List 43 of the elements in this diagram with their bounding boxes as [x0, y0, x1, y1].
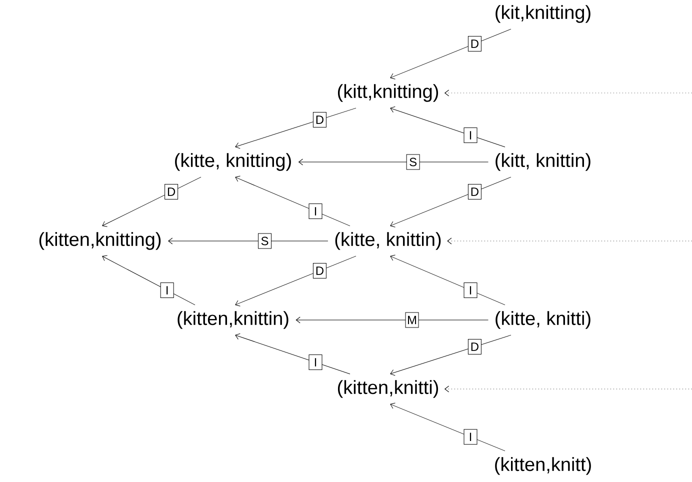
edge-label: D: [468, 184, 482, 200]
arrow: [296, 316, 488, 324]
edge-label: D: [164, 184, 178, 200]
arrow: [298, 158, 488, 166]
arrow: [235, 108, 356, 149]
state-text: (kitt, knittin): [496, 153, 590, 171]
arrow: [390, 254, 506, 306]
edge-label: D: [468, 338, 482, 354]
arrow: [102, 255, 196, 306]
edge-label: D: [312, 112, 326, 128]
arrow: [390, 402, 506, 452]
state-text: (kitten,knitting): [39, 232, 161, 250]
arrow: [390, 28, 512, 80]
state-text: (kitten,knitt): [495, 457, 591, 475]
dotted-arrow: [444, 90, 692, 96]
edge-label: I: [464, 429, 478, 445]
arrow: [235, 333, 350, 374]
edge-label: I: [308, 354, 322, 370]
edge-label: S: [406, 154, 420, 170]
arrow: [102, 176, 202, 227]
arrow: [390, 106, 506, 148]
arrow: [390, 176, 512, 228]
edge-label: D: [468, 36, 482, 52]
edge-label: M: [405, 312, 419, 328]
arrow: [235, 256, 356, 306]
arrow: [168, 238, 328, 244]
edge-label: I: [308, 204, 322, 220]
edge-label: I: [464, 128, 478, 144]
arrow: [235, 176, 350, 226]
edge-label: I: [160, 282, 174, 298]
state-text: (kitte, knitti): [496, 311, 590, 329]
edge-label: D: [312, 262, 326, 278]
state-text: (kitten,knittin): [178, 311, 288, 329]
edge-label: S: [258, 233, 272, 249]
state-text: (kitten,knitti): [338, 380, 438, 398]
arrow: [390, 334, 512, 376]
state-text: (kitte, knitting): [175, 153, 291, 171]
edge-label: I: [464, 282, 478, 298]
dotted-arrow: [444, 386, 692, 392]
dotted-arrow: [447, 238, 692, 244]
state-text: (kitt,knitting): [338, 84, 438, 102]
state-text: (kitte, knittin): [335, 232, 441, 250]
state-text: (kit,knitting): [496, 5, 590, 23]
